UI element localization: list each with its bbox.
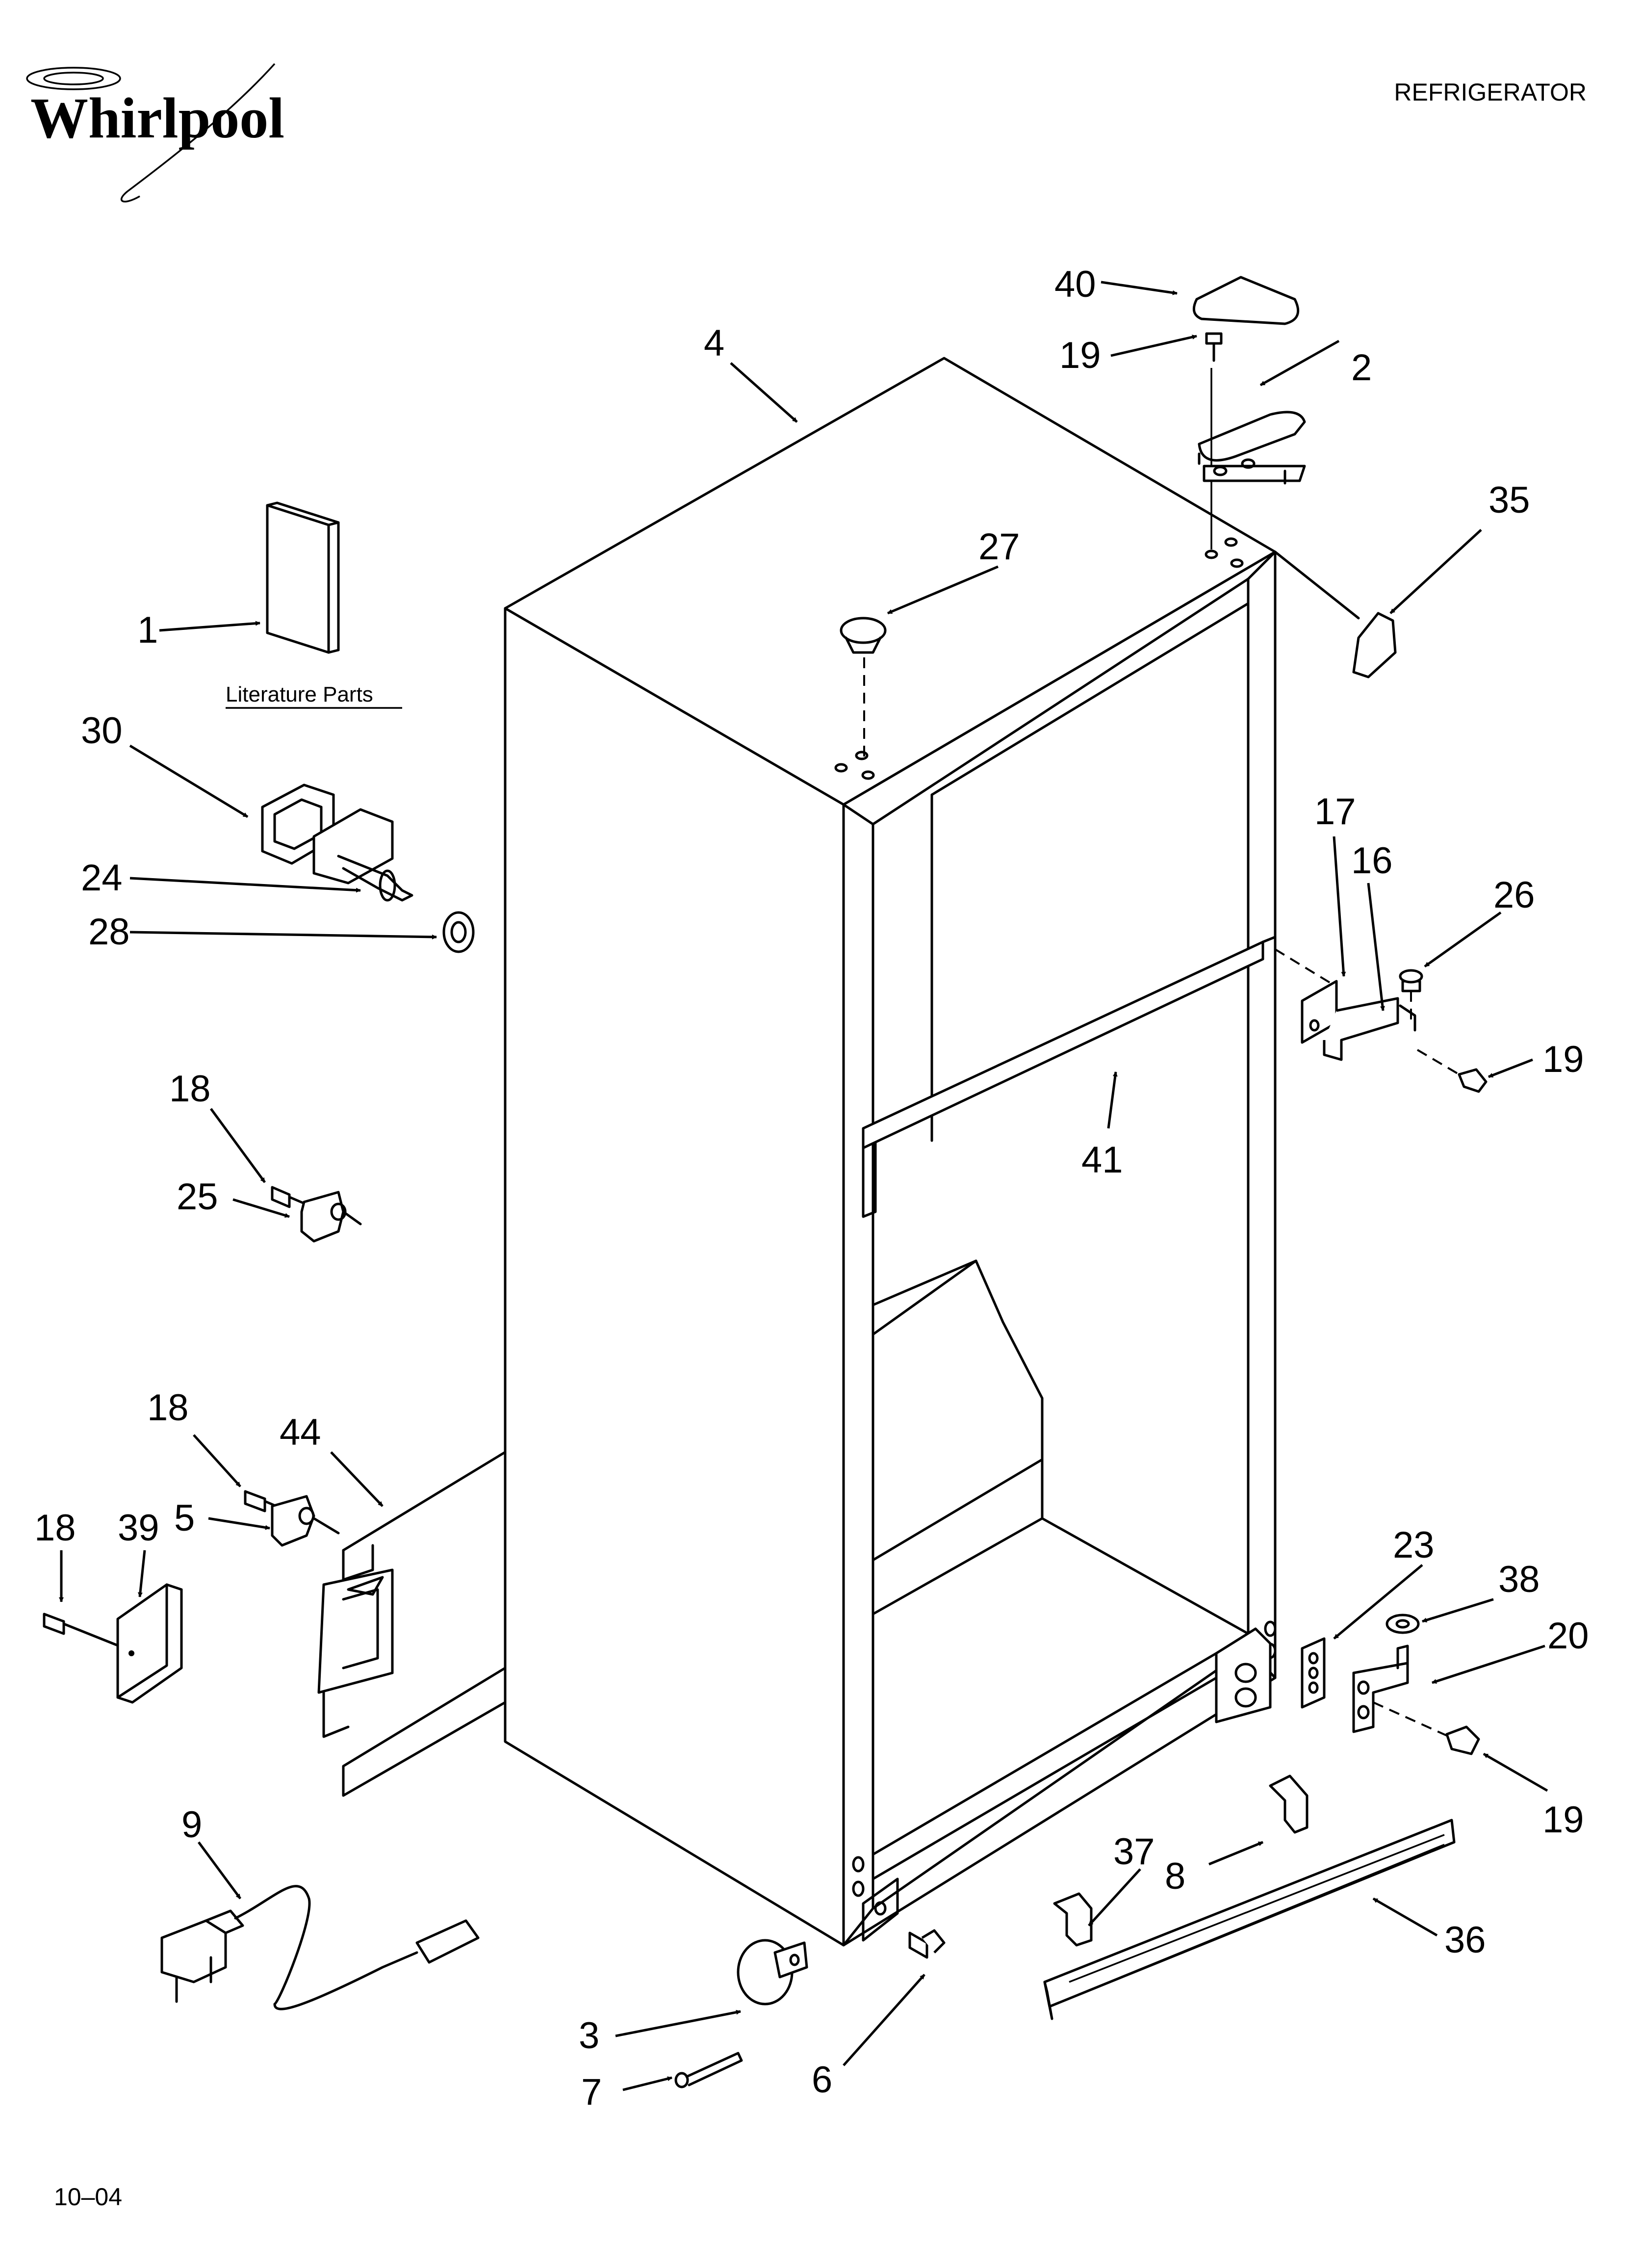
callout-27: 27 [978,526,1020,568]
callout-26: 26 [1493,874,1535,916]
callout-25: 25 [177,1176,218,1218]
callout-20: 20 [1547,1615,1589,1657]
callout-28: 28 [88,911,130,953]
callout-6: 6 [812,2059,832,2101]
callout-3: 3 [579,2015,599,2057]
callout-8: 8 [1165,1855,1185,1897]
power-cord-9 [160,1885,480,2010]
callout-9: 9 [181,1804,202,1846]
literature-label: Literature Parts [226,682,373,706]
brand-wordmark: Whirlpool [30,86,284,150]
whirlpool-logo: Whirlpool [26,63,284,203]
callout-18-middle: 18 [147,1387,189,1429]
bottom-hinge [1301,1614,1480,1755]
callout-18-upper: 18 [169,1068,211,1110]
back-panel-44 [317,1451,507,1797]
callout-36: 36 [1444,1919,1486,1961]
page-title: REFRIGERATOR [1394,78,1587,106]
callout-7: 7 [581,2071,602,2113]
callout-38: 38 [1498,1559,1540,1600]
top-hinge-2 [1198,332,1306,549]
callout-37: 37 [1113,1831,1155,1873]
callout-17: 17 [1314,791,1356,833]
callout-18-left: 18 [34,1507,76,1549]
clip-8 [1269,1774,1308,1834]
callout-35: 35 [1488,479,1530,521]
grille-36 [1043,1819,1456,2020]
callout-39: 39 [118,1507,159,1549]
center-hinge [1301,969,1488,1093]
clamp-5 [244,1490,340,1547]
clip-37 [1053,1892,1093,1947]
leader-arrows [59,281,1548,2091]
callout-23: 23 [1393,1524,1435,1566]
callout-numbers: 40 19 2 4 27 35 1 30 24 28 17 16 26 19 4… [34,263,1589,2113]
callout-40: 40 [1054,263,1096,305]
callout-44: 44 [280,1411,321,1453]
callout-30: 30 [81,710,123,752]
callout-2: 2 [1351,347,1372,389]
literature-parts: Literature Parts [226,501,402,709]
callout-41: 41 [1081,1139,1123,1181]
cabinet [504,357,1277,1947]
pin-7 [674,2052,743,2088]
callout-19-top: 19 [1059,335,1101,376]
revision-code: 10–04 [54,2183,122,2211]
roller-3 [737,1939,808,2006]
callout-19-center: 19 [1542,1039,1584,1080]
callout-4: 4 [704,322,724,364]
screw-6 [908,1929,946,1959]
divider-rail [862,936,1333,1218]
clamp-25 [271,1186,362,1243]
plug-27 [840,617,887,763]
callout-5: 5 [174,1497,195,1539]
control-knob-parts [261,783,475,953]
hinge-cover-40 [1192,276,1300,325]
callout-1: 1 [137,609,158,651]
callout-24: 24 [81,857,123,899]
callout-16: 16 [1351,840,1393,882]
cover-39 [43,1583,183,1704]
hinge-cover-35 [1274,550,1397,678]
callout-19-bottom: 19 [1542,1799,1584,1841]
